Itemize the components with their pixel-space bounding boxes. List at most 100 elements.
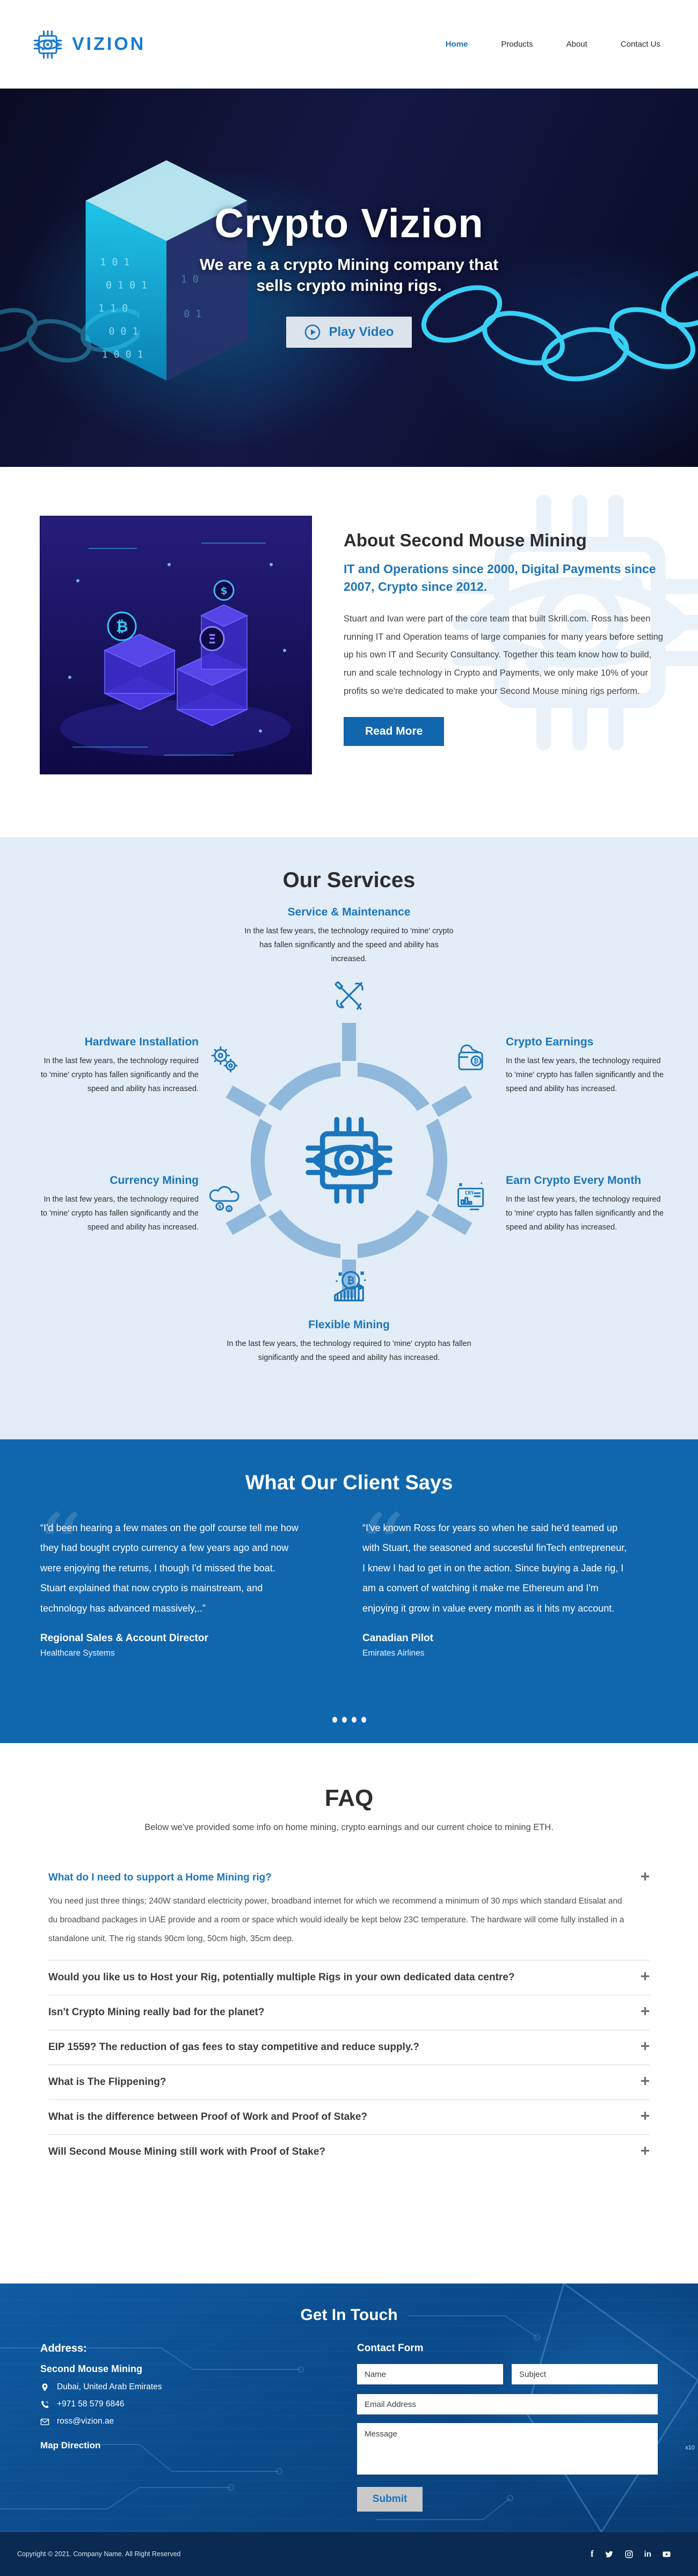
- services-title: Our Services: [282, 868, 416, 892]
- site-header: VIZION Home Products About Contact Us: [0, 0, 698, 89]
- crypto-monitor-icon: CRY: [452, 1179, 491, 1220]
- brand-name: VIZION: [72, 34, 146, 54]
- footer-bottom-bar: Copyright © 2021. Company Name. All Righ…: [0, 2532, 698, 2576]
- read-more-button[interactable]: Read More: [344, 716, 445, 746]
- submit-button[interactable]: Submit: [357, 2487, 423, 2512]
- service-card-earn-crypto: Earn Crypto Every Month In the last few …: [506, 1174, 668, 1234]
- tools-icon: [244, 975, 454, 1019]
- envelope-icon: [40, 2418, 49, 2425]
- faq-question-row[interactable]: Would you like us to Host your Rig, pote…: [48, 1972, 650, 1984]
- carousel-dot[interactable]: [351, 1717, 357, 1723]
- expand-plus-icon[interactable]: [641, 2041, 650, 2053]
- nav-contact-us[interactable]: Contact Us: [620, 40, 660, 49]
- linkedin-icon[interactable]: in: [644, 2549, 651, 2559]
- footer: Get In Touch Address: Second Mouse Minin…: [0, 2284, 698, 2576]
- footer-phone[interactable]: +971 58 579 6846: [57, 2399, 125, 2409]
- name-input[interactable]: [357, 2364, 503, 2384]
- faq-question: What is The Flippening?: [48, 2076, 166, 2088]
- play-video-button[interactable]: Play Video: [286, 317, 412, 348]
- play-icon: [304, 324, 320, 340]
- copyright-text: Copyright © 2021. Company Name. All Righ…: [17, 2550, 181, 2558]
- faq-title: FAQ: [324, 1785, 374, 1811]
- svg-text:1 0 1: 1 0 1: [100, 257, 129, 268]
- map-direction-link[interactable]: Map Direction: [40, 2440, 101, 2450]
- expand-plus-icon[interactable]: [641, 1972, 650, 1984]
- instagram-icon[interactable]: [624, 2550, 634, 2559]
- blockchain-cube-graphic: 1 0 10 1 0 1 1 1 00 0 1 1 0 0 1 1 0 0 1: [85, 160, 248, 381]
- brand-logo[interactable]: VIZION: [31, 28, 146, 61]
- service-card-crypto-earnings: Crypto Earnings In the last few years, t…: [506, 1036, 668, 1096]
- faq-question-row[interactable]: What do I need to support a Home Mining …: [48, 1872, 650, 1884]
- faq-item: Will Second Mouse Mining still work with…: [48, 2135, 650, 2169]
- faq-question-row[interactable]: What is The Flippening?: [48, 2076, 650, 2088]
- service-desc: In the last few years, the technology re…: [40, 1057, 199, 1094]
- carousel-dot[interactable]: [332, 1717, 337, 1723]
- faq-question-row[interactable]: Will Second Mouse Mining still work with…: [48, 2146, 650, 2158]
- nav-products[interactable]: Products: [501, 40, 533, 49]
- phone-icon: [41, 2400, 49, 2408]
- contact-form-heading: Contact Form: [357, 2343, 424, 2354]
- footer-location: Dubai, United Arab Emirates: [57, 2382, 162, 2391]
- hero-subtitle: We are a a crypto Mining company that se…: [0, 254, 698, 296]
- svg-text:0 1 0 1: 0 1 0 1: [106, 280, 147, 291]
- svg-text:₿: ₿: [474, 1058, 478, 1065]
- faq-section: FAQ Below we've provided some info on ho…: [0, 1743, 698, 2284]
- hero-subtitle-line1: We are a a crypto Mining company that: [199, 256, 499, 274]
- svg-text:Ξ: Ξ: [208, 632, 216, 647]
- nav-home[interactable]: Home: [445, 40, 468, 49]
- footer-email[interactable]: ross@vizion.ae: [57, 2417, 114, 2426]
- expand-plus-icon[interactable]: [641, 2146, 650, 2158]
- svg-text:1 0 0 1: 1 0 0 1: [102, 349, 143, 360]
- testimonials-row: “I'd been hearing a few mates on the gol…: [0, 1495, 698, 1658]
- expand-plus-icon[interactable]: [641, 2007, 650, 2018]
- chain-links-graphic-left: [0, 308, 140, 363]
- service-card-currency-mining: Currency Mining In the last few years, t…: [37, 1174, 199, 1234]
- facebook-icon[interactable]: f: [590, 2549, 594, 2559]
- hero-title: Crypto Vizion: [214, 201, 484, 246]
- email-input[interactable]: [357, 2394, 658, 2414]
- faq-item: What do I need to support a Home Mining …: [48, 1861, 650, 1960]
- chain-links-graphic: [421, 268, 698, 382]
- location-pin-icon: [42, 2383, 48, 2391]
- main-nav: Home Products About Contact Us: [446, 40, 660, 49]
- service-desc: In the last few years, the technology re…: [244, 927, 454, 964]
- service-desc: In the last few years, the technology re…: [227, 1340, 471, 1363]
- faq-question-row[interactable]: EIP 1559? The reduction of gas fees to s…: [48, 2041, 650, 2053]
- service-card-hardware-installation: Hardware Installation In the last few ye…: [37, 1036, 199, 1096]
- expand-plus-icon[interactable]: [641, 2076, 650, 2088]
- svg-text:₿: ₿: [347, 1275, 355, 1286]
- youtube-icon[interactable]: [662, 2550, 671, 2559]
- service-card-flexible-mining: ₿ Flexible Mining In the last few years,…: [220, 1264, 478, 1365]
- svg-text:0 1: 0 1: [184, 309, 201, 320]
- cloud-mining-icon: $ $: [205, 1179, 244, 1220]
- testimonials-section: What Our Client Says “I'd been hearing a…: [0, 1439, 698, 1743]
- crypto-wallet-icon: ₿: [452, 1040, 491, 1081]
- expand-plus-icon[interactable]: [641, 1872, 650, 1884]
- faq-question-row[interactable]: What is the difference between Proof of …: [48, 2111, 650, 2123]
- message-textarea[interactable]: [357, 2423, 658, 2475]
- footer-title: Get In Touch: [300, 2306, 398, 2324]
- faq-list: What do I need to support a Home Mining …: [48, 1861, 650, 2169]
- faq-question: Isn't Crypto Mining really bad for the p…: [48, 2006, 265, 2018]
- gears-icon: [205, 1040, 244, 1081]
- svg-text:CRY: CRY: [465, 1190, 474, 1196]
- service-desc: In the last few years, the technology re…: [506, 1195, 664, 1232]
- nav-about[interactable]: About: [566, 40, 587, 49]
- carousel-dot[interactable]: [341, 1717, 347, 1723]
- faq-item: What is the difference between Proof of …: [48, 2100, 650, 2134]
- svg-text:₿: ₿: [116, 618, 128, 635]
- expand-plus-icon[interactable]: [641, 2111, 650, 2123]
- service-title: Service & Maintenance: [287, 906, 411, 918]
- bitcoin-chart-icon: ₿: [220, 1264, 478, 1311]
- faq-question-row[interactable]: Isn't Crypto Mining really bad for the p…: [48, 2007, 650, 2018]
- subject-input[interactable]: [512, 2364, 658, 2384]
- svg-text:$: $: [228, 1206, 230, 1211]
- twitter-icon[interactable]: [605, 2550, 614, 2559]
- service-title: Flexible Mining: [308, 1319, 390, 1331]
- svg-text:$: $: [219, 1204, 222, 1209]
- divider: [48, 2134, 650, 2135]
- service-title: Currency Mining: [110, 1174, 199, 1187]
- about-title: About Second Mouse Mining: [344, 530, 587, 550]
- carousel-dot[interactable]: [361, 1717, 366, 1723]
